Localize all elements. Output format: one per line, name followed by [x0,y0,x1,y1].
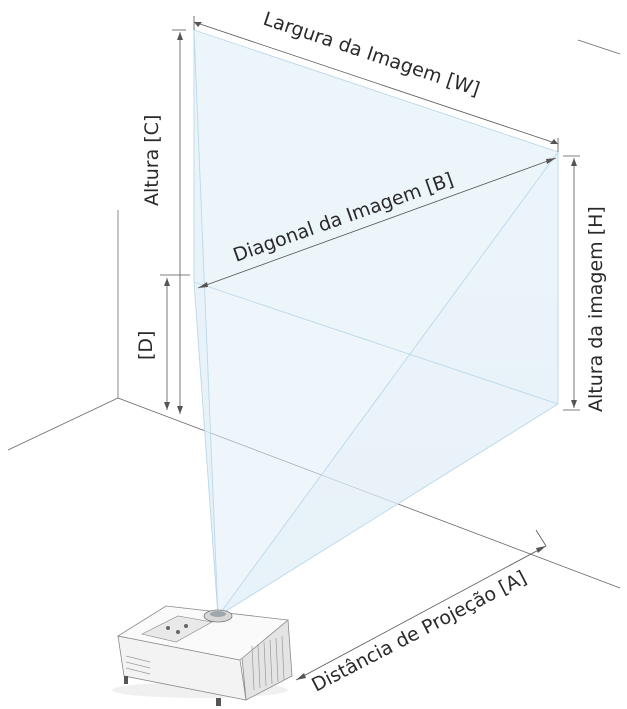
image-height-label: Altura da imagem [H] [585,206,607,412]
image-height-dimension-line [563,155,580,411]
projection-distance-label: Distância de Projeção [A] [308,567,530,697]
projection-beam [193,29,559,617]
diagonal-dimension-line [197,157,557,289]
distance-dimension-line [295,529,547,681]
height-c-label: Altura [C] [141,115,163,206]
offset-d-label: [D] [135,331,157,360]
height-dimension-line [172,29,186,414]
width-dimension-line [193,16,559,152]
projector-icon [112,605,293,706]
offset-dimension-line [160,274,190,410]
